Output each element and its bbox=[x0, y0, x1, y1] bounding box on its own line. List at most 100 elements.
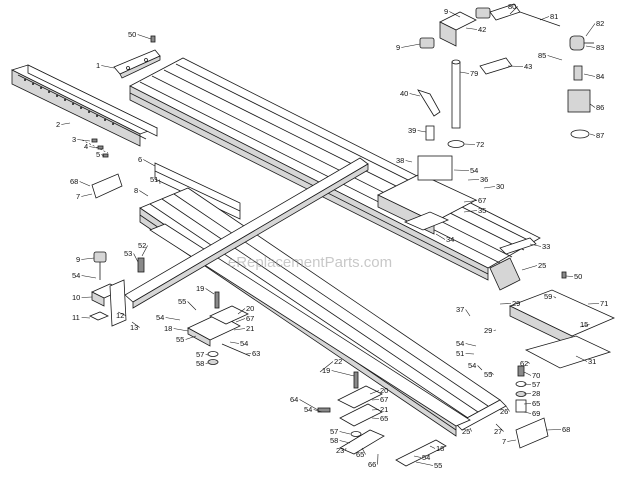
callout-39: 39 bbox=[408, 126, 427, 135]
callout-67: 67 bbox=[463, 196, 486, 205]
callout-19: 19 bbox=[196, 284, 215, 295]
callout-leader bbox=[509, 6, 518, 15]
callout-leader bbox=[187, 301, 197, 311]
callout-leader bbox=[453, 169, 470, 171]
callout-leader bbox=[361, 447, 366, 455]
callout-57: 57 bbox=[523, 380, 540, 389]
callout-66: 66 bbox=[368, 453, 379, 469]
knob-part-9-side bbox=[419, 37, 435, 49]
callout-1: 1 bbox=[96, 61, 115, 70]
callout-number: 39 bbox=[408, 126, 416, 135]
callout-21: 21 bbox=[233, 324, 254, 333]
callout-86: 86 bbox=[589, 103, 604, 112]
callout-number: 22 bbox=[334, 357, 342, 366]
callout-leader bbox=[589, 133, 596, 136]
callout-leader bbox=[89, 146, 98, 149]
callout-number: 55 bbox=[484, 370, 492, 379]
callout-9: 9 bbox=[396, 43, 421, 52]
callout-54: 54 bbox=[413, 453, 430, 462]
callout-number: 21 bbox=[380, 405, 388, 414]
callout-number: 54 bbox=[422, 453, 430, 462]
knob-part-9-left bbox=[93, 251, 107, 280]
callout-leader bbox=[137, 34, 152, 40]
foot-part-86-87 bbox=[567, 89, 591, 139]
callout-number: 84 bbox=[596, 72, 604, 81]
callout-leader bbox=[507, 439, 517, 442]
callout-leader bbox=[339, 440, 351, 444]
callout-number: 58 bbox=[196, 359, 204, 368]
callout-number: 9 bbox=[76, 255, 80, 264]
callout-53: 53 bbox=[124, 249, 139, 263]
bracket-part-1 bbox=[113, 49, 161, 79]
callout-number: 18 bbox=[164, 324, 172, 333]
callout-number: 53 bbox=[124, 249, 132, 258]
callout-number: 12 bbox=[116, 311, 124, 320]
callout-leader bbox=[523, 411, 532, 414]
spring-part-84 bbox=[573, 65, 583, 81]
callout-25: 25 bbox=[462, 427, 472, 436]
callout-number: 19 bbox=[196, 284, 204, 293]
callout-72: 72 bbox=[463, 140, 484, 149]
rod-part-80-81 bbox=[489, 3, 561, 27]
callout-leader bbox=[463, 143, 476, 145]
callout-leader bbox=[463, 200, 478, 203]
callout-leader bbox=[77, 139, 91, 142]
callout-leader bbox=[523, 383, 532, 385]
callout-leader bbox=[553, 296, 557, 299]
callout-67: 67 bbox=[235, 314, 254, 323]
callout-2: 2 bbox=[56, 120, 71, 129]
callout-leader bbox=[299, 399, 319, 411]
callout-8: 8 bbox=[134, 186, 149, 197]
callout-26: 26 bbox=[500, 405, 510, 416]
callout-67: 67 bbox=[371, 395, 388, 404]
plate-part-7-left bbox=[91, 173, 123, 199]
callout-leader bbox=[405, 160, 413, 163]
callout-leader bbox=[143, 159, 156, 167]
callout-number: 50 bbox=[128, 30, 136, 39]
callout-number: 7 bbox=[502, 437, 506, 446]
callout-63: 63 bbox=[245, 349, 260, 358]
callout-leader bbox=[237, 308, 246, 315]
callout-50: 50 bbox=[565, 272, 582, 281]
callout-29: 29 bbox=[484, 326, 497, 335]
lock-slide-upper-19-20-21 bbox=[187, 291, 251, 357]
callout-leader bbox=[523, 371, 532, 376]
callout-number: 26 bbox=[500, 407, 508, 416]
callout-leader bbox=[467, 179, 480, 181]
bolt-part-53-52 bbox=[137, 257, 145, 273]
callout-number: 23 bbox=[336, 446, 344, 455]
callout-51: 51 bbox=[456, 349, 475, 358]
callout-54: 54 bbox=[453, 166, 478, 175]
hardware-stack-57-70 bbox=[515, 365, 527, 413]
callout-number: 58 bbox=[330, 436, 338, 445]
callout-leader bbox=[313, 409, 323, 413]
callout-leader bbox=[413, 455, 422, 458]
callout-6: 6 bbox=[138, 155, 156, 167]
callout-15: 15 bbox=[579, 320, 590, 329]
callout-number: 82 bbox=[596, 19, 604, 28]
callout-number: 30 bbox=[496, 182, 504, 191]
callout-57: 57 bbox=[196, 350, 209, 359]
callout-7: 7 bbox=[502, 437, 517, 446]
callout-leader bbox=[547, 55, 563, 61]
callout-leader bbox=[371, 417, 380, 419]
callout-37: 37 bbox=[456, 305, 471, 317]
callout-number: 25 bbox=[538, 261, 546, 270]
callout-64: 64 bbox=[290, 395, 319, 411]
callout-leader bbox=[477, 365, 483, 371]
callout-leader bbox=[469, 427, 472, 432]
callout-leader bbox=[521, 265, 538, 271]
callout-leader bbox=[527, 361, 530, 364]
callout-leader bbox=[565, 275, 574, 277]
callout-number: 21 bbox=[246, 324, 254, 333]
callout-number: 54 bbox=[72, 271, 80, 280]
callout-83: 83 bbox=[585, 43, 604, 52]
watermark-text: eReplacementParts.com bbox=[228, 254, 392, 271]
end-table-part-15 bbox=[508, 289, 615, 347]
callout-10: 10 bbox=[72, 293, 93, 302]
callout-leader bbox=[495, 423, 504, 432]
callout-65: 65 bbox=[523, 399, 540, 408]
callout-number: 64 bbox=[290, 395, 298, 404]
callout-leader bbox=[245, 353, 252, 355]
callout-number: 79 bbox=[470, 69, 478, 78]
